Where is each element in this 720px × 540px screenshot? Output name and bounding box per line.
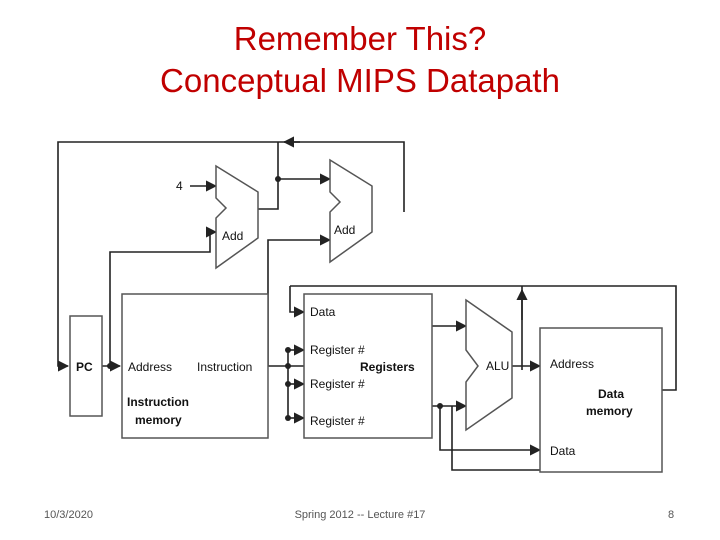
footer-date: 10/3/2020: [44, 509, 93, 521]
dmem-address-label: Address: [550, 357, 594, 371]
imem-name-line-1: Instruction: [127, 395, 189, 409]
title-line-1: Remember This?: [233, 20, 487, 57]
footer-page-number: 8: [668, 509, 675, 521]
registers-reg1-label: Register #: [310, 343, 365, 357]
registers-data-label: Data: [310, 305, 336, 319]
dmem-name-line-2: memory: [586, 404, 633, 418]
imem-name-line-2: memory: [135, 413, 182, 427]
title-line-2: Conceptual MIPS Datapath: [160, 62, 560, 99]
constant-four: 4: [176, 179, 183, 193]
registers-reg2-label: Register #: [310, 377, 365, 391]
imem-instruction-label: Instruction: [197, 360, 252, 374]
data-memory: [539, 327, 663, 473]
pc-label: PC: [76, 360, 93, 374]
pc-register: [69, 315, 103, 417]
adder-1: [215, 164, 259, 270]
dmem-data-label: Data: [550, 444, 576, 458]
alu-label: ALU: [486, 359, 509, 373]
register-file: [303, 293, 433, 439]
wires: [57, 136, 677, 471]
pc-loop-wire: [57, 141, 405, 372]
writeback-down: [289, 286, 306, 318]
pc-to-adder-wire: [109, 226, 218, 366]
reg-to-dmem-data: [439, 406, 542, 456]
instruction-memory: [121, 293, 269, 439]
registers-name: Registers: [360, 360, 415, 374]
adder-2-label: Add: [334, 223, 355, 237]
imem-address-label: Address: [128, 360, 172, 374]
registers-reg3-label: Register #: [310, 414, 365, 428]
reg-to-alu-extra: [451, 406, 540, 471]
adder-1-label: Add: [222, 229, 243, 243]
writeback-top: [290, 285, 677, 391]
adder-2: [329, 158, 373, 264]
junction-dots: [107, 176, 443, 421]
alu: [465, 298, 513, 432]
dmem-name-line-1: Data: [598, 387, 624, 401]
footer-course: Spring 2012 -- Lecture #17: [294, 509, 426, 521]
slide-title: Remember This? Conceptual MIPS Datapath: [0, 18, 720, 102]
adder1-out-wire: [258, 142, 279, 210]
